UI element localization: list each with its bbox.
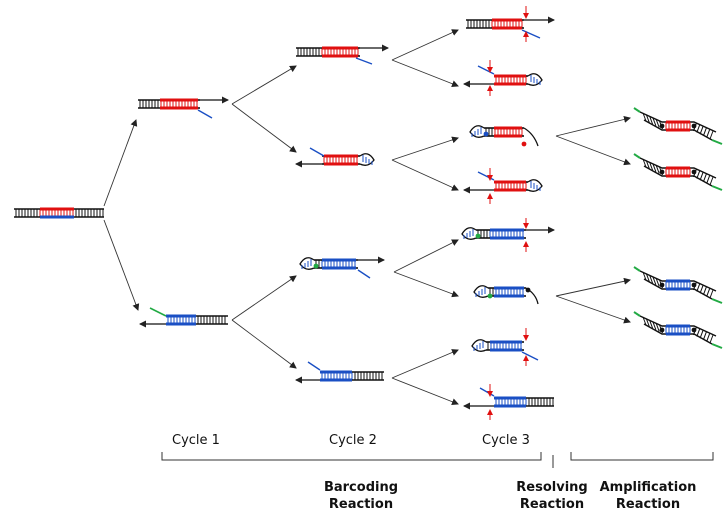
arrow-c2-3-to-c3-5 [393,239,459,273]
cycle3-product-8 [463,384,554,420]
cycle3-product-4 [463,168,543,204]
amplification-blue-product-1 [633,266,723,304]
arrow-c2-2-to-c3-3 [391,136,459,161]
cycle1-blue-product [139,307,228,328]
cycle3-product-3 [469,125,527,147]
cycle3-product-2 [463,60,543,96]
cycle2-blue-hairpin [299,256,385,279]
arrow-start-to-c1-bottom [103,219,140,311]
cycle2-red-hairpin [295,147,375,168]
cycle-3-label: Cycle 3 [482,433,530,448]
amplification-bracket [570,452,714,461]
arrow-c3-3-to-amp-1 [555,116,631,137]
arrow-c2-1-to-c3-2 [391,59,459,88]
cycle2-red-extended [296,44,389,65]
amplification-blue-product-2 [633,311,723,349]
amplification-red-product-2 [633,153,723,191]
arrow-c1top-to-c2-2 [231,103,297,153]
barcoding-bracket [161,452,542,461]
cycle-1-label: Cycle 1 [172,433,220,448]
cycle3-product-5 [461,218,555,252]
arrow-c2-1-to-c3-1 [391,29,459,61]
arrow-c1bot-to-c2-4 [231,319,297,369]
cycle2-blue-extended [295,361,384,384]
cycle3-product-6 [473,285,531,299]
amplification-red-product-1 [633,107,723,145]
arrow-c3-6-to-amp-3 [555,277,631,297]
arrow-c3-3-to-amp-2 [555,135,631,166]
arrow-c2-3-to-c3-6 [393,271,459,298]
arrow-c3-6-to-amp-4 [555,295,631,324]
arrow-c2-2-to-c3-4 [391,159,459,191]
resolving-reaction-label: Resolving Reaction [516,480,588,512]
cycle-2-label: Cycle 2 [329,433,377,448]
arrow-c2-4-to-c3-7 [391,349,459,379]
cycle3-product-7 [471,328,539,366]
cycle3-product-1 [466,6,555,42]
amplification-reaction-label: Amplification Reaction [599,480,697,512]
arrow-c2-4-to-c3-8 [391,377,459,406]
arrow-start-to-c1-top [103,119,138,207]
arrow-c1top-to-c2-1 [231,65,297,105]
barcoding-reaction-label: Barcoding Reaction [323,480,399,512]
cycle1-red-product [138,96,229,119]
arrow-c1bot-to-c2-3 [231,275,297,321]
